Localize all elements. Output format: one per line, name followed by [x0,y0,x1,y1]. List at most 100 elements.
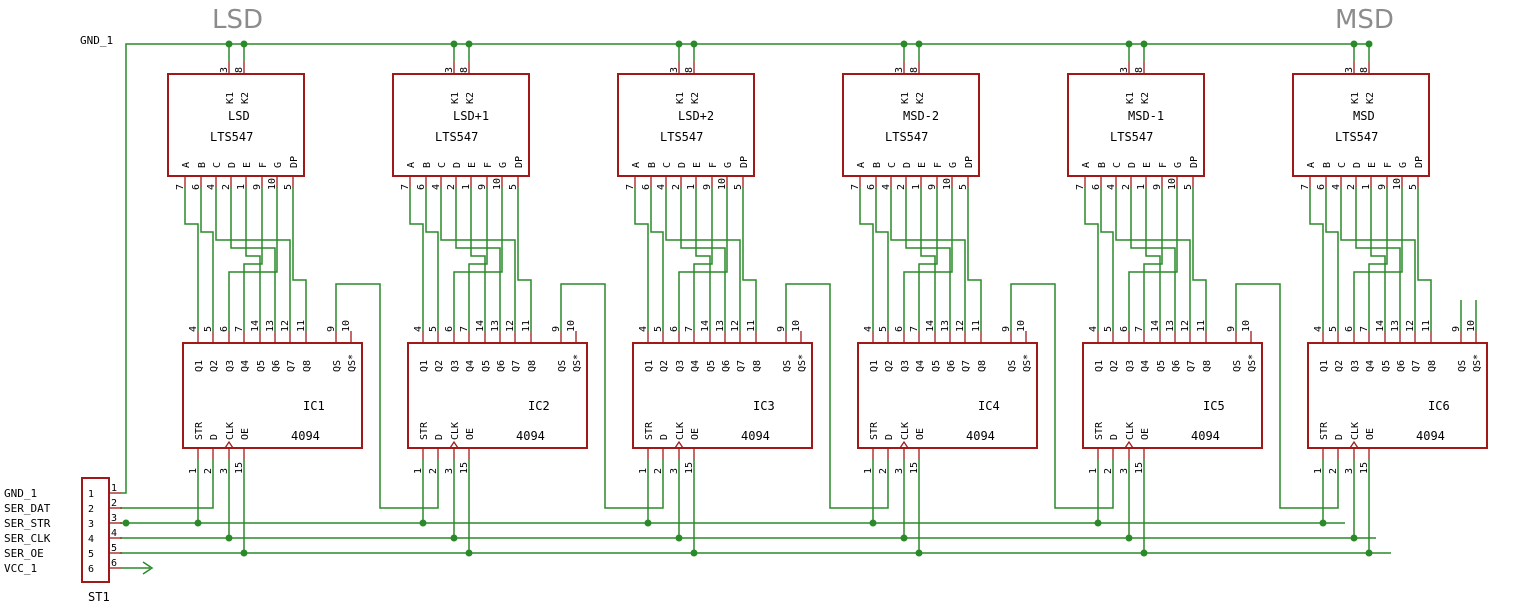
register-out-label: Q7 [286,360,297,372]
display-body [1292,73,1430,177]
display-body [392,73,530,177]
register-in-number: 2 [1328,468,1339,474]
segment-wire [742,188,757,331]
junction-dot [1094,519,1102,527]
register-out-label: Q2 [1109,360,1120,372]
display-seg-number: 4 [881,184,892,190]
register-body [182,342,363,449]
register-out-number: 5 [1328,326,1339,332]
register-out-number: 10 [566,320,577,332]
register-in-number: 1 [638,468,649,474]
register-out-label: QS [1457,360,1468,372]
display-seg-number: 4 [206,184,217,190]
display-top-pin-label: K1 [450,92,461,104]
display-top-pin-label: K2 [465,92,476,104]
connector-body [81,477,110,583]
display-seg-label: C [1337,162,1348,168]
register-in-label: CLK [675,422,686,440]
segment-wire [453,188,503,331]
connector-pin-index: 1 [111,483,117,494]
display-seg-label: G [723,162,734,168]
display-seg-number: 2 [446,184,457,190]
junction-dot [1319,519,1327,527]
display-seg-label: B [872,162,883,168]
display-seg-label: G [948,162,959,168]
register-out-number: 11 [1421,320,1432,332]
register-out-label: Q2 [209,360,220,372]
junction-dot [1140,549,1148,557]
register-in-label: STR [644,421,655,440]
segment-wire [695,188,711,331]
register-out-number: 12 [280,320,291,332]
segment-wire [215,188,291,331]
display-seg-label: C [887,162,898,168]
register-out-label: Q7 [961,360,972,372]
register-out-label: Q8 [1427,360,1438,372]
register-out-label: QS [332,360,343,372]
display-seg-number: 2 [1346,184,1357,190]
register-part: 4094 [966,429,995,443]
display-seg-number: 1 [686,184,697,190]
display-top-pin-number: 8 [684,67,695,73]
register-out-label: Q5 [706,360,717,372]
display-seg-number: 9 [1377,184,1388,190]
register-in-number: 15 [459,462,470,474]
segment-wire [1115,188,1191,331]
register-out-label: Q7 [1186,360,1197,372]
display-top-pin-label: K1 [900,92,911,104]
junction-dot [240,40,248,48]
segment-wire [875,188,889,331]
junction-dot [1365,40,1373,48]
display-part: LTS547 [210,130,253,144]
register-out-label: Q5 [1156,360,1167,372]
register-in-number: 3 [444,468,455,474]
register-out-label: QS [1232,360,1243,372]
connector-pin-number: 6 [88,564,94,575]
display-seg-label: F [483,162,494,168]
segment-wire [455,188,501,331]
junction-dot [690,40,698,48]
segment-wire [1325,188,1339,331]
display-seg-number: 6 [416,184,427,190]
display-body [617,73,755,177]
display-seg-label: G [1173,162,1184,168]
display-seg-label: B [647,162,658,168]
display-seg-number: 7 [1075,184,1086,190]
junction-dot [675,40,683,48]
junction-dot [1350,534,1358,542]
register-out-number: 10 [791,320,802,332]
display-name: LSD+2 [678,109,714,123]
clock-marker [1349,440,1359,449]
display-body [167,73,305,177]
register-out-number: 12 [955,320,966,332]
display-seg-label: E [692,162,703,168]
register-out-label: Q8 [302,360,313,372]
display-seg-label: DP [739,156,750,168]
display-top-pin-number: 8 [1134,67,1145,73]
display-top-pin-label: K2 [1140,92,1151,104]
display-seg-number: 6 [641,184,652,190]
segment-wire [1145,188,1161,331]
display-seg-number: 1 [1361,184,1372,190]
register-out-number: 10 [1016,320,1027,332]
segment-wire [650,188,664,331]
register-out-label: Q1 [1319,360,1330,372]
register-out-label: Q2 [434,360,445,372]
display-seg-label: F [1383,162,1394,168]
junction-dot [690,549,698,557]
register-out-number: 5 [428,326,439,332]
register-name: IC6 [1428,399,1450,413]
display-body [1067,73,1205,177]
register-out-label: Q8 [527,360,538,372]
register-out-label: Q5 [481,360,492,372]
register-out-label: Q4 [1140,360,1151,372]
junction-dot [225,534,233,542]
register-in-number: 2 [653,468,664,474]
segment-wire [292,188,307,331]
register-out-number: 5 [878,326,889,332]
register-out-number: 6 [219,326,230,332]
msd-heading: MSD [1335,5,1394,35]
register-in-number: 3 [894,468,905,474]
segment-wire [967,188,982,331]
register-out-label: QS [1007,360,1018,372]
